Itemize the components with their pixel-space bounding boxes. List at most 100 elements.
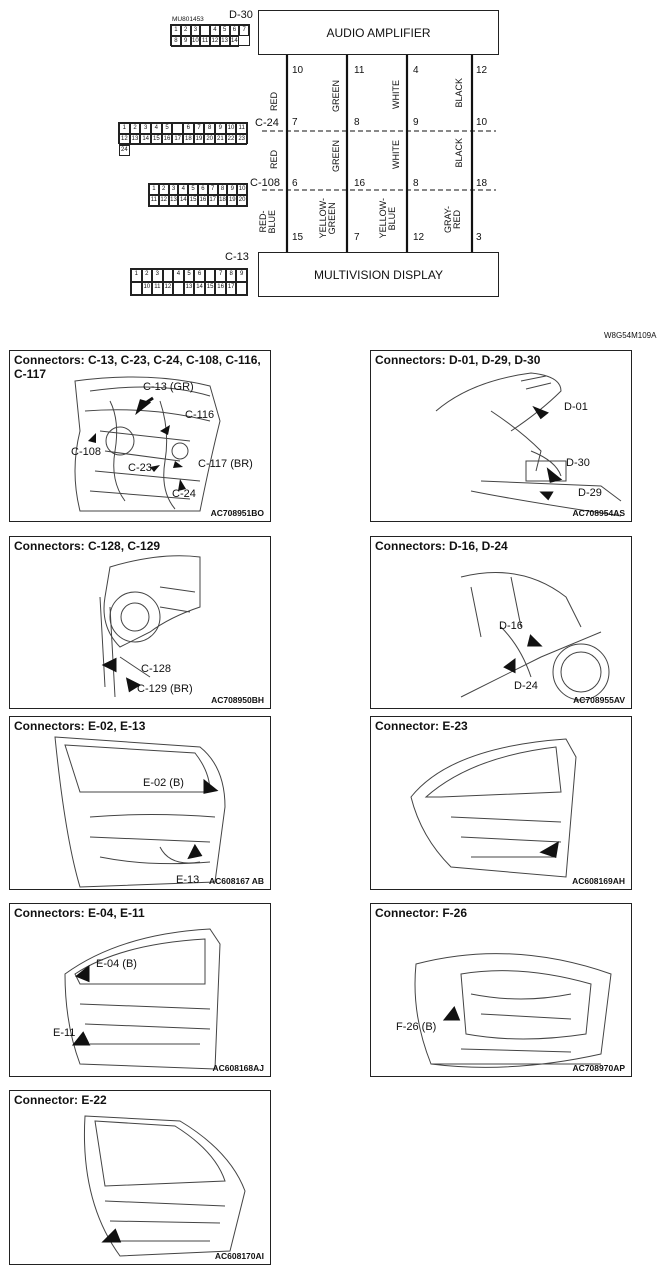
connector-pin-cell: 6: [198, 184, 208, 195]
connector-pin-cell: 21: [215, 134, 226, 145]
panel-e23: Connector: E-23 AC608169AH: [370, 716, 632, 890]
connector-pin-cell: 3: [152, 269, 163, 282]
connector-pin-cell: [131, 282, 142, 295]
panel-title: Connector: F-26: [375, 906, 468, 920]
wire-color-lower-2: YELLOW- GREEN: [318, 198, 337, 239]
connector-pin-cell: 9: [227, 184, 238, 195]
trunk-illustration: [435, 372, 622, 517]
display-pin-2: 7: [354, 232, 360, 243]
panel-d16-d24: Connectors: D-16, D-24 D-16 D-24 AC70895…: [370, 536, 632, 709]
connector-pin-cell: 18: [183, 134, 194, 145]
dashboard-illustration: [74, 376, 221, 512]
rear-door-illustration: [410, 738, 577, 878]
connector-pin-cell: 7: [215, 269, 226, 282]
connector-pin-cell: 4: [173, 269, 184, 282]
callout-d01: D-01: [564, 401, 588, 413]
connector-pin-cell: 5: [188, 184, 198, 195]
connector-pin-cell: 12: [119, 134, 130, 145]
connector-pin-cell: 3: [140, 123, 151, 134]
connector-pin-cell: 9: [180, 36, 191, 47]
callout-d29: D-29: [578, 487, 602, 499]
c108-pin-1: 6: [292, 178, 298, 189]
wire-color-lower-3: YELLOW- BLUE: [378, 198, 397, 239]
wire-color-mid-3: WHITE: [391, 140, 401, 169]
panel-e02-e13: Connectors: E-02, E-13 E-02 (B) E-13 AC6…: [9, 716, 271, 890]
c24-pin-3: 9: [413, 117, 419, 128]
callout-e13: E-13: [176, 874, 200, 886]
wire-color-upper-2: GREEN: [331, 80, 341, 113]
c108-connector-id: C-108: [250, 177, 280, 189]
connector-pin-cell: 15: [188, 195, 198, 206]
connector-pin-cell: 13: [183, 282, 195, 295]
callout-c116: C-116: [185, 409, 215, 421]
connector-pin-cell: [236, 282, 247, 295]
panel-title: Connectors: E-02, E-13: [14, 719, 146, 733]
callout-c23: C-23: [128, 462, 152, 474]
connector-pin-cell: 14: [229, 36, 240, 47]
connector-pin-cell: 7: [239, 25, 249, 36]
connector-pin-cell: 2: [158, 184, 169, 195]
callout-c13: C-13 (GR): [143, 381, 194, 393]
panel-code: AC608167 AB: [209, 876, 264, 886]
panel-code: AC708950BH: [211, 695, 264, 705]
connector-pin-cell: [173, 282, 184, 295]
connector-pin-cell: 11: [236, 123, 247, 134]
connector-pin-cell: [162, 269, 174, 282]
wire-color-mid-2: GREEN: [331, 140, 341, 173]
amp-pin-1: 10: [292, 65, 304, 76]
connector-pin-cell: 1: [119, 123, 130, 134]
panel-code: AC708951BO: [210, 508, 264, 518]
connector-pin-cell: 7: [193, 123, 205, 134]
connector-pin-cell: 5: [161, 123, 173, 134]
c24-pin-1: 7: [292, 117, 298, 128]
display-pin-3: 12: [413, 232, 425, 243]
c24-pin-2: 8: [354, 117, 360, 128]
connector-pin-cell: 19: [227, 195, 238, 206]
front-door-left-illustration: [64, 928, 221, 1070]
panel-title: Connectors: C-13, C-23, C-24, C-108, C-1…: [14, 353, 261, 381]
connector-pin-cell: 23: [236, 134, 247, 145]
panel-c13-c117: Connectors: C-13, C-23, C-24, C-108, C-1…: [9, 350, 271, 522]
panel-e22: Connector: E-22 AC608170AI: [9, 1090, 271, 1265]
connector-pin-cell: 8: [225, 269, 237, 282]
panel-code: AC708954AS: [572, 508, 625, 518]
connector-pin-cell: 6: [229, 25, 240, 36]
connector-pin-cell: [204, 269, 216, 282]
connector-pin-cell: 17: [172, 134, 183, 145]
wire-color-upper-1: RED: [269, 92, 279, 112]
audio-amplifier-label: AUDIO AMPLIFIER: [326, 25, 431, 40]
connector-pin-cell: 20: [237, 195, 247, 206]
connector-pin-cell: 9: [215, 123, 226, 134]
wire-lines: [262, 55, 496, 252]
callout-d30: D-30: [566, 457, 590, 469]
wire-color-lower-1: RED- BLUE: [258, 210, 277, 234]
connector-pin-cell: 12: [210, 36, 220, 47]
connector-pin-cell: 13: [219, 36, 230, 47]
rear-door-left-illustration: [83, 1115, 246, 1257]
connector-pin-cell: 15: [204, 282, 216, 295]
callout-c117: C-117 (BR): [198, 458, 253, 470]
connector-pin-cell: 4: [151, 123, 162, 134]
wire-color-lower-4: GRAY- RED: [443, 206, 462, 234]
connector-pin-cell: 8: [171, 36, 181, 47]
panel-title: Connectors: D-01, D-29, D-30: [375, 353, 541, 367]
panel-code: AC708955AV: [573, 695, 625, 705]
connector-pin-cell: 20: [204, 134, 215, 145]
connector-pin-cell: 14: [194, 282, 205, 295]
connector-pin-cell: 12: [158, 195, 169, 206]
panel-code: AC608170AI: [214, 1251, 264, 1261]
panel-code: AC608168AJ: [212, 1063, 264, 1073]
wire-color-upper-3: WHITE: [391, 80, 401, 109]
front-door-illustration: [54, 736, 226, 888]
connector-pin-cell: 1: [131, 269, 142, 282]
connector-pin-cell: 11: [149, 195, 159, 206]
connector-pin-cell: 22: [225, 134, 237, 145]
callout-d16: D-16: [499, 620, 523, 632]
connector-pin-cell: 18: [217, 195, 228, 206]
panel-e04-e11: Connectors: E-04, E-11 E-04 (B) E-11 AC6…: [9, 903, 271, 1077]
connector-pin-cell: 14: [140, 134, 151, 145]
